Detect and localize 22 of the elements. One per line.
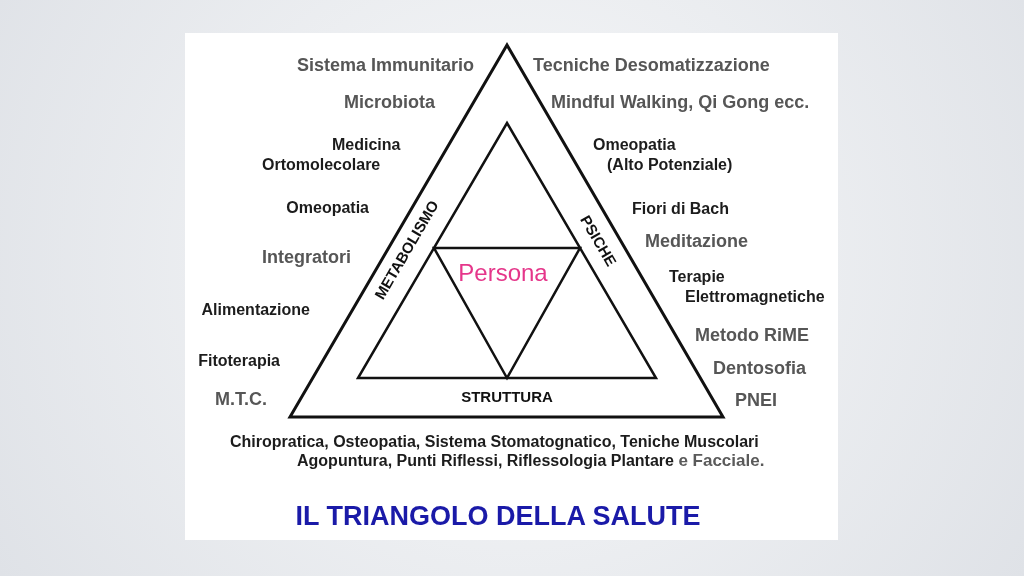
therapy-label: Omeopatia (Alto Potenziale) — [593, 135, 733, 175]
therapy-label: Microbiota — [344, 92, 435, 112]
therapy-label: Integratori — [262, 247, 351, 267]
therapy-label: PNEI — [735, 390, 777, 410]
center-label: Persona — [458, 261, 548, 285]
therapy-label: Mindful Walking, Qi Gong ecc. — [551, 92, 810, 112]
therapy-label: Alimentazione — [201, 300, 310, 320]
diagram-title: IL TRIANGOLO DELLA SALUTE — [295, 502, 701, 530]
therapy-label: Meditazione — [645, 231, 748, 251]
therapy-label: Omeopatia — [286, 198, 369, 218]
therapy-label: Fitoterapia — [198, 351, 280, 371]
therapy-label: Tecniche Desomatizzazione — [533, 55, 770, 75]
therapy-label: Terapie Elettromagnetiche — [669, 267, 825, 307]
therapy-label: Dentosofia — [713, 358, 806, 378]
therapy-list-line: Agopuntura, Punti Riflessi, Riflessologia Plantare e Facciale. — [297, 451, 765, 471]
therapy-list-line: Chiropratica, Osteopatia, Sistema Stomatognatico, Teniche Muscolari — [230, 432, 759, 452]
band-label: STRUTTURA — [461, 386, 553, 407]
therapy-label: Metodo RiME — [695, 325, 809, 345]
therapy-label: M.T.C. — [215, 389, 267, 409]
therapy-label: Fiori di Bach — [632, 199, 729, 219]
therapy-label: Sistema Immunitario — [296, 55, 474, 75]
therapy-label: Medicina Ortomolecolare — [262, 135, 401, 175]
